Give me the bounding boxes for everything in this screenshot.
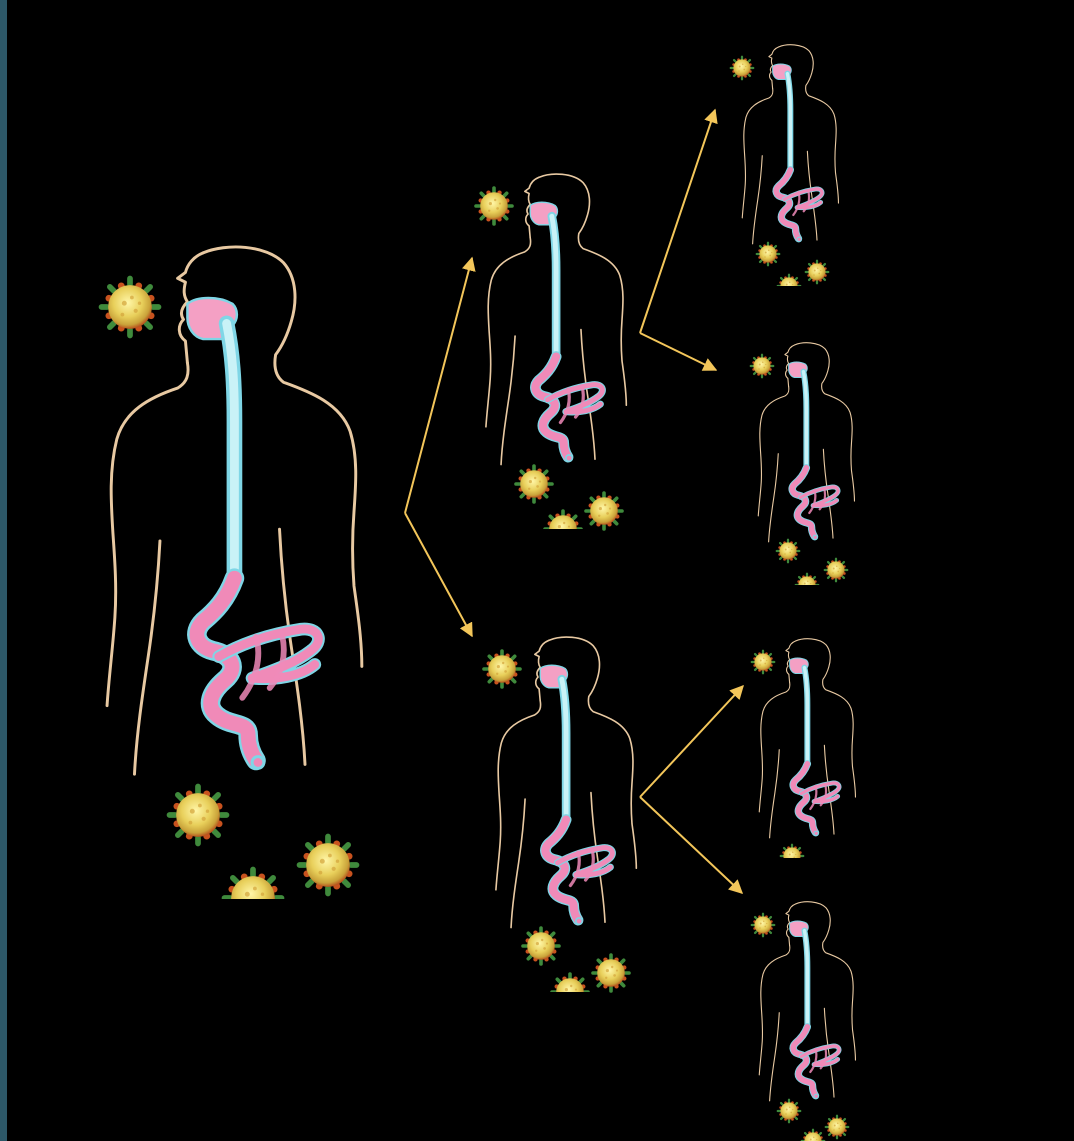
human-body-outline-icon [759,902,855,1101]
transmission-diagram [7,0,1074,1141]
virus-particle-icon [593,955,629,991]
virus-particle-icon [586,493,622,529]
virus-particle-partial [778,275,801,298]
human-body-outline-icon [496,637,636,928]
arrow-icon [405,258,472,513]
human-body-outline-icon [742,45,838,244]
person-g3-b [751,343,855,597]
arrow-icon [640,797,742,893]
virus-particle-icon [731,57,754,80]
virus-particle-icon [757,243,780,266]
virus-particle-icon [796,574,819,597]
virus-particle-icon [751,355,774,378]
virus-particle-icon [552,974,588,1010]
virus-particle-icon [516,466,552,502]
person-g2-top [476,174,626,547]
virus-particle-partial [552,974,588,1010]
virus-particle-icon [826,1116,849,1139]
virus-particle-partial [802,1130,825,1141]
virus-particle-icon [778,275,801,298]
virus-particle-icon [170,787,227,844]
virus-particle-icon [778,1100,801,1123]
virus-particle-icon [802,1130,825,1141]
virus-particle-icon [781,845,804,868]
arrow-icon [640,686,743,797]
virus-particle-partial [796,574,819,597]
virus-particle-icon [545,511,581,547]
arrow-icon [640,110,715,333]
virus-particle-icon [484,651,520,687]
virus-particle-icon [752,651,775,674]
virus-particle-icon [825,559,848,582]
virus-particle-partial [781,845,804,868]
person-g3-d [752,902,856,1141]
person-source [102,247,362,927]
virus-particle-icon [300,837,357,894]
arrow-icon [405,513,472,636]
arrow-icon [640,333,716,370]
virus-particle-icon [752,914,775,937]
virus-particle-icon [777,540,800,563]
virus-particle-icon [806,261,829,284]
transmission-arrows [405,110,743,893]
virus-particle-icon [102,279,159,336]
person-g3-a [731,45,839,298]
virus-particle-icon [225,870,282,927]
virus-particle-partial [225,870,282,927]
virus-particle-partial [545,511,581,547]
human-body-outline-icon [759,639,855,838]
diagram-canvas [7,0,1074,1141]
person-g3-c [752,639,856,868]
virus-particle-icon [476,188,512,224]
human-body-outline-icon [758,343,854,542]
virus-particle-icon [523,928,559,964]
person-g2-bottom [484,637,636,1010]
